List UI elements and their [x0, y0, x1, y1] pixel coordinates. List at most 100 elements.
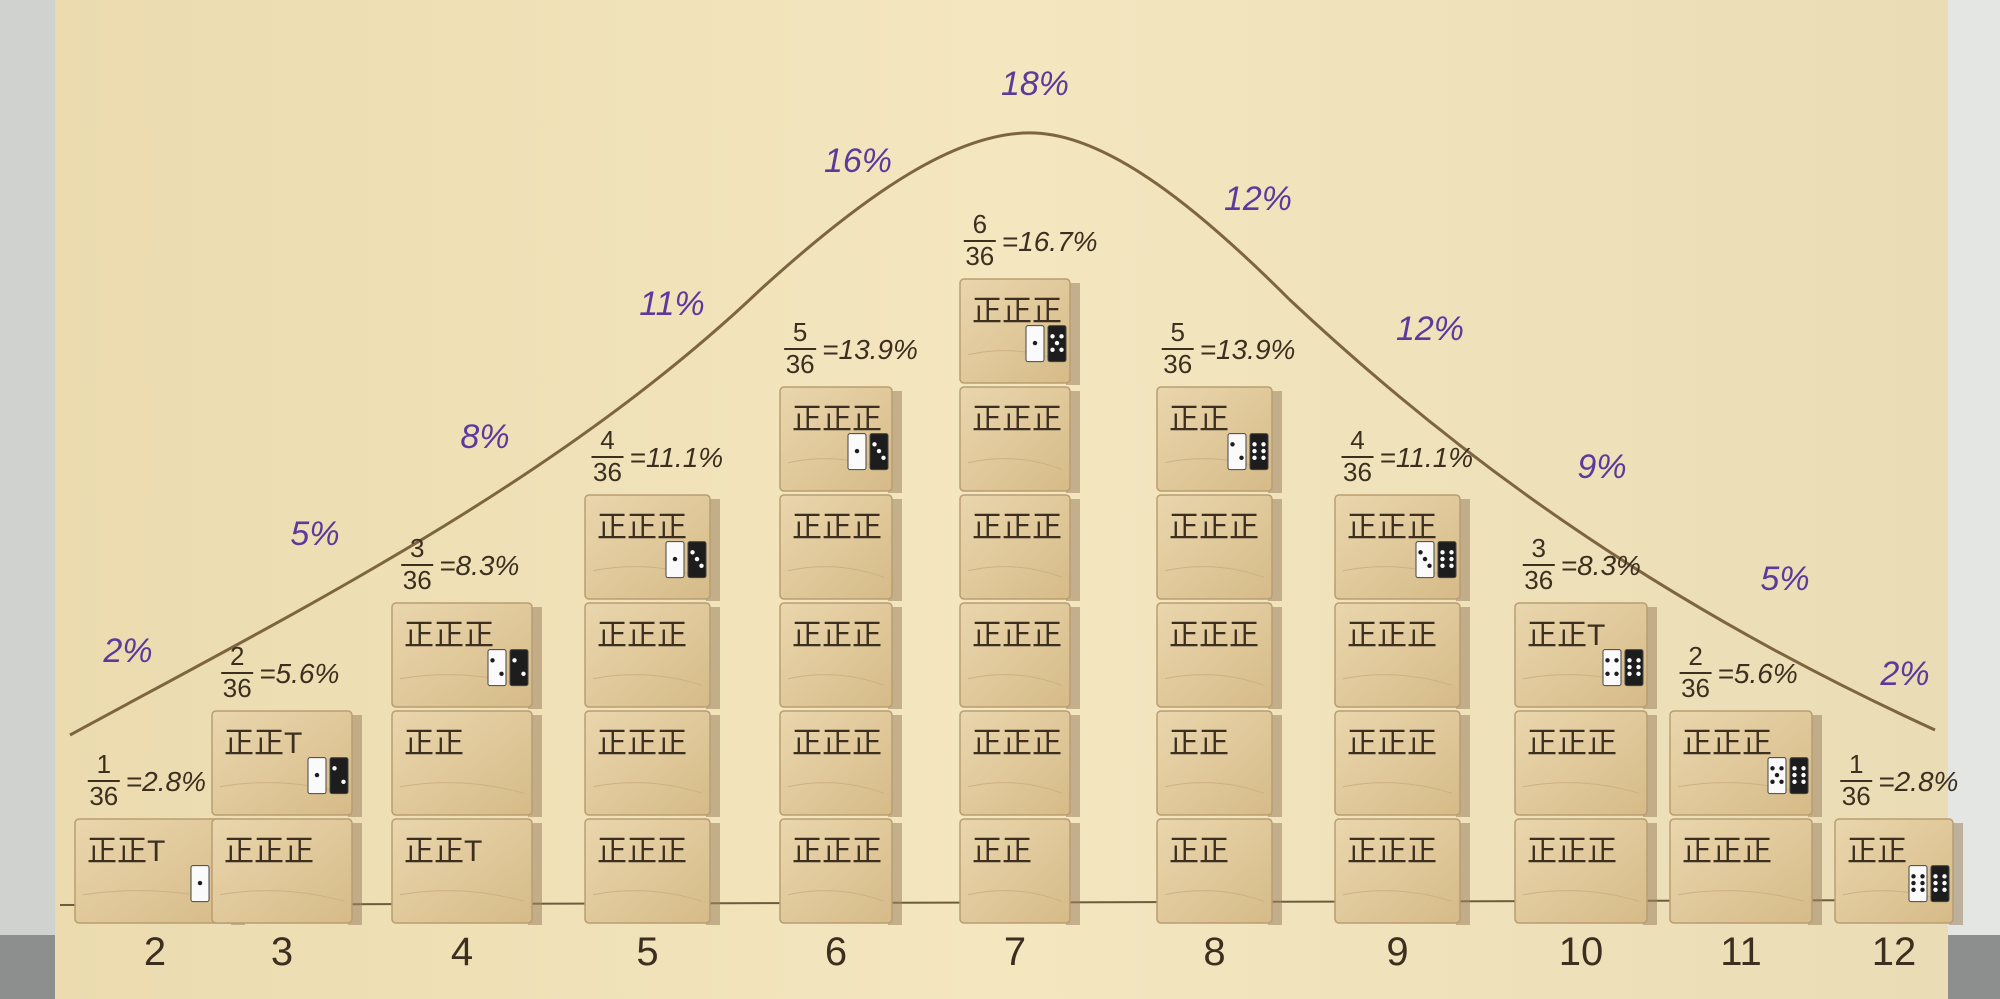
curve-percent-labels: 2%5%8%11%16%18%12%12%9%5%2%	[102, 65, 1929, 693]
bell-curve-line	[69, 131, 1936, 737]
curve-label-9: 9%	[1577, 448, 1626, 486]
tally-marks: 正正正	[972, 727, 1062, 760]
wood-block: 正正正	[1156, 602, 1282, 709]
dice-sticker	[487, 649, 507, 687]
wood-block: 正正	[1834, 818, 1963, 925]
wood-block: 正正正	[584, 710, 720, 817]
wood-block: 正正	[391, 710, 542, 817]
fraction-numerator: 4	[600, 425, 614, 455]
tally-marks: 正正正	[1527, 835, 1617, 868]
wood-block: 正正正	[779, 494, 902, 601]
dice-sticker	[1047, 325, 1067, 363]
tally-marks: 正正T	[224, 727, 302, 760]
tally-marks: 正正正	[1527, 727, 1617, 760]
wood-block: 正正正	[1669, 710, 1822, 817]
wood-block: 正正正	[391, 602, 542, 709]
wood-block: 正正	[1156, 818, 1282, 925]
wood-block: 正正正	[1156, 494, 1282, 601]
tally-marks: 正正T	[87, 835, 165, 868]
probability-label: 336=8.3%	[401, 533, 519, 595]
fraction-denominator: 36	[965, 241, 994, 271]
tally-marks: 正正	[1847, 835, 1907, 868]
tally-marks: 正正T	[1527, 619, 1605, 652]
tally-marks: 正正正	[972, 295, 1062, 328]
fraction-numerator: 3	[1532, 533, 1546, 563]
fraction-denominator: 36	[786, 349, 815, 379]
wood-block: 正正正	[1514, 710, 1657, 817]
column-sum-12: 正正 136=2.8% 12	[1834, 749, 1963, 974]
probability-label: 436=11.1%	[1341, 425, 1474, 487]
wood-block: 正正正	[779, 386, 902, 493]
sum-label-8: 8	[1203, 930, 1225, 974]
wood-block: 正正正	[959, 386, 1080, 493]
fraction-denominator: 36	[1524, 565, 1553, 595]
fraction-denominator: 36	[89, 781, 118, 811]
dice-sticker	[665, 541, 685, 579]
tally-marks: 正正正	[972, 511, 1062, 544]
tally-marks: 正正正	[792, 511, 882, 544]
tally-marks: 正正正	[224, 835, 314, 868]
probability-label: 336 =8.3%	[1522, 533, 1641, 595]
dice-sticker	[329, 757, 349, 795]
probability-label: 136=2.8%	[1840, 749, 1958, 811]
wood-block: 正正正	[959, 494, 1080, 601]
wood-block: 正正正	[1514, 818, 1657, 925]
sum-label-11: 11	[1720, 930, 1762, 974]
wood-block: 正正	[959, 818, 1080, 925]
fraction-percent: =8.3%	[1561, 550, 1641, 581]
dice-sticker	[509, 649, 529, 687]
probability-label: 236=5.6%	[221, 641, 339, 703]
tally-marks: 正正正	[597, 727, 687, 760]
probability-label: 636 =16.7%	[963, 209, 1098, 271]
dice-sticker	[1415, 541, 1435, 579]
tally-marks: 正正正	[792, 403, 882, 436]
wood-block: 正正正	[779, 818, 902, 925]
fraction-denominator: 36	[1681, 673, 1710, 703]
fraction-numerator: 1	[97, 749, 111, 779]
sum-label-12: 12	[1872, 930, 1917, 974]
fraction-numerator: 2	[1688, 641, 1702, 671]
tally-marks: 正正正	[597, 511, 687, 544]
wood-block: 正正	[1156, 386, 1282, 493]
fraction-percent: =2.8%	[126, 766, 206, 797]
wood-block: 正正正	[1334, 818, 1470, 925]
fraction-percent: =16.7%	[1002, 226, 1098, 257]
tally-marks: 正正正	[792, 727, 882, 760]
dice-sticker	[1227, 433, 1247, 471]
wood-block: 正正正	[779, 710, 902, 817]
tally-marks: 正正正	[597, 835, 687, 868]
sum-label-5: 5	[636, 930, 658, 974]
tally-marks: 正正正	[404, 619, 494, 652]
curve-label-11: 2%	[1879, 655, 1929, 693]
probability-label: 536=13.9%	[784, 317, 918, 379]
dice-sticker	[1025, 325, 1045, 363]
fraction-denominator: 36	[403, 565, 432, 595]
fraction-percent: =2.8%	[1878, 766, 1958, 797]
probability-label: 136 =2.8%	[87, 749, 206, 811]
tally-marks: 正正正	[597, 619, 687, 652]
wood-block: 正正正	[584, 818, 720, 925]
fraction-percent: =11.1%	[1380, 442, 1474, 473]
sum-label-7: 7	[1004, 930, 1026, 974]
wood-block: 正正T	[1514, 602, 1657, 709]
tally-marks: 正正正	[1169, 619, 1259, 652]
dice-sticker	[1624, 649, 1644, 687]
wood-block: 正正正	[959, 278, 1080, 385]
fraction-percent: =13.9%	[1200, 334, 1296, 365]
tally-marks: 正正T	[404, 835, 482, 868]
fraction-numerator: 6	[973, 209, 987, 239]
tally-marks: 正正正	[1347, 619, 1437, 652]
tally-marks: 正正正	[1682, 727, 1772, 760]
wood-block: 正正正	[1334, 494, 1470, 601]
dice-sticker	[307, 757, 327, 795]
curve-label-4: 11%	[639, 285, 705, 323]
dice-sticker	[1767, 757, 1787, 795]
dice-sticker	[1602, 649, 1622, 687]
tally-marks: 正正	[404, 727, 464, 760]
fraction-percent: =13.9%	[822, 334, 918, 365]
tally-marks: 正正正	[792, 835, 882, 868]
tally-marks: 正正正	[1347, 727, 1437, 760]
